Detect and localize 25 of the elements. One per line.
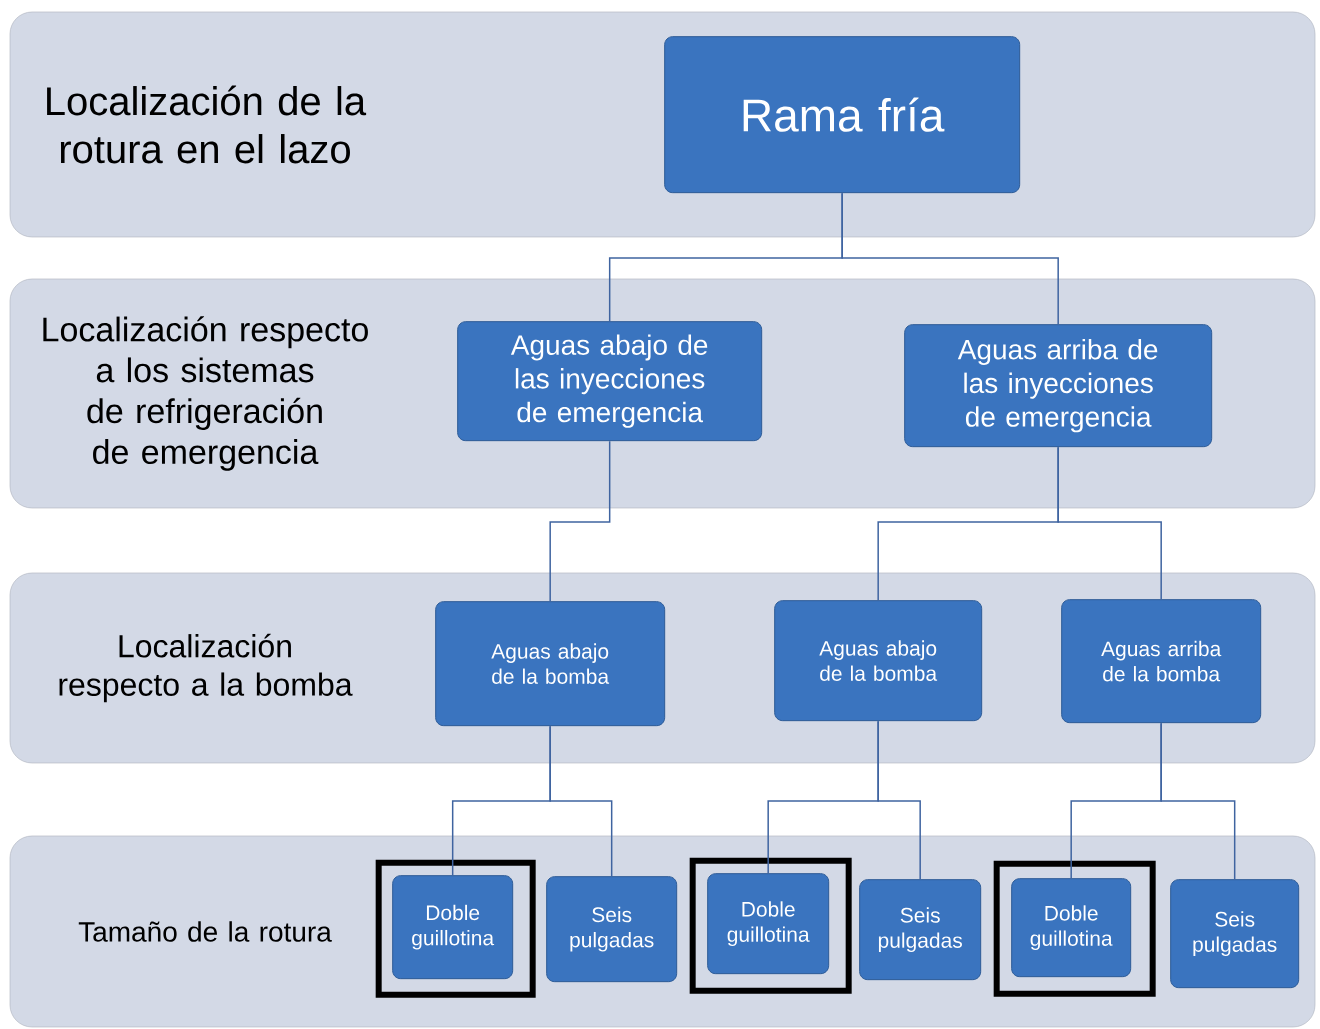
process-box: Aguas abajo de la bomba [774,600,983,722]
row-heading: Tamaño de la rotura [78,921,332,942]
connector-line [877,720,921,880]
highlight-frame [689,857,852,994]
process-box: Aguas abajo de las inyecciones de emergencia [457,321,763,442]
connector-line [549,725,613,877]
connector-line [841,192,1059,325]
process-box: Doble guillotina [392,875,514,980]
process-box: Doble guillotina [1011,878,1132,978]
process-box: Seis pulgadas [859,879,982,981]
process-box: Aguas abajo de la bomba [435,601,666,727]
process-box: Seis pulgadas [1170,879,1300,989]
row-heading: Localización de la rotura en el lazo [47,85,367,164]
process-box: Aguas arriba de la bomba [1061,599,1262,724]
process-box: Rama fría [664,36,1021,194]
process-box: Seis pulgadas [546,876,678,983]
highlight-frame [993,860,1156,997]
row-heading: Localización respecto a la bomba [59,633,353,703]
process-box: Doble guillotina [707,873,830,975]
connector-line [1057,446,1162,600]
row-heading: Localización respecto a los sistemas de refrigeración de emergencia [43,316,368,471]
highlight-frame [375,859,536,998]
connector-line [549,440,611,602]
connector-line [1160,722,1236,880]
process-box: Aguas arriba de las inyecciones de emergencia [904,324,1213,448]
